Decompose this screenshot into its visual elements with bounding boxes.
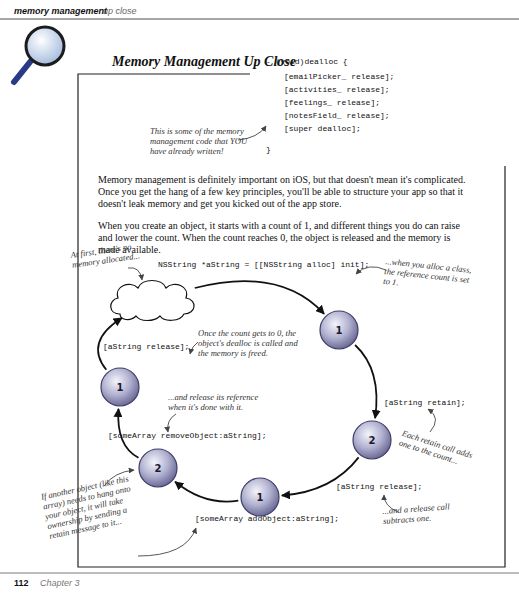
count-number: 2 [155, 463, 162, 474]
handwritten-note: ...when you alloc a class, the reference… [383, 256, 478, 295]
handwritten-note: Each retain call adds one to the count..… [398, 428, 482, 472]
reference-count-ball: 2 [138, 448, 178, 488]
reference-count-ball: 1 [240, 477, 280, 517]
code-label: [aString retain]; [384, 398, 466, 407]
code-label: [aString release]; [336, 482, 422, 491]
code-label: NSString *aString = [[NSString alloc] in… [158, 260, 369, 269]
code-line: } [266, 145, 271, 154]
handwritten-note: ...and release its reference when it's d… [168, 392, 264, 412]
code-label: [someArray removeObject:aString]; [108, 431, 266, 440]
body-paragraph: When you create an object, it starts wit… [98, 220, 472, 256]
reference-count-ball: 1 [319, 310, 359, 350]
code-line: [emailPicker_ release]; [284, 72, 394, 81]
lifecycle-arrow [355, 345, 376, 418]
handwritten-note: At first, there's no memory allocated... [70, 239, 152, 270]
chapter-name: Chapter 3 [40, 578, 80, 588]
handwritten-note: This is some of the memory management co… [150, 126, 250, 156]
code-label: [someArray addObject:aString]; [195, 514, 339, 523]
cloud-outline [106, 276, 198, 322]
running-header: memory management [14, 6, 107, 16]
lifecycle-arrow [175, 482, 238, 502]
reference-count-ball: 1 [100, 367, 140, 407]
count-number: 1 [117, 382, 124, 393]
magnifier-icon [14, 27, 64, 82]
count-number: 1 [257, 492, 264, 503]
handwritten-note: If another object (like this array) need… [40, 471, 148, 541]
running-header: up close [103, 6, 137, 16]
body-paragraph: Memory management is definitely importan… [98, 174, 472, 210]
code-line: [activities_ release]; [284, 85, 390, 94]
handwritten-note: Once the count gets to 0, the object's d… [198, 328, 306, 358]
page-number: 112 [14, 578, 29, 588]
code-line: [notesField_ release]; [284, 111, 390, 120]
code-line: - (void)dealloc { [266, 57, 348, 66]
code-line: [feelings_ release]; [284, 98, 380, 107]
memory-cloud [106, 276, 198, 322]
code-label: [aString release]; [103, 342, 189, 351]
header-rule [0, 19, 519, 573]
code-line: [super dealloc]; [284, 124, 361, 133]
section-frame [78, 74, 505, 567]
count-number: 2 [369, 435, 376, 446]
lifecycle-arrow [195, 281, 324, 314]
reference-count-ball: 2 [352, 420, 392, 460]
handwritten-note: ...and a release call subtracts one. [382, 500, 463, 526]
count-number: 1 [336, 325, 343, 336]
